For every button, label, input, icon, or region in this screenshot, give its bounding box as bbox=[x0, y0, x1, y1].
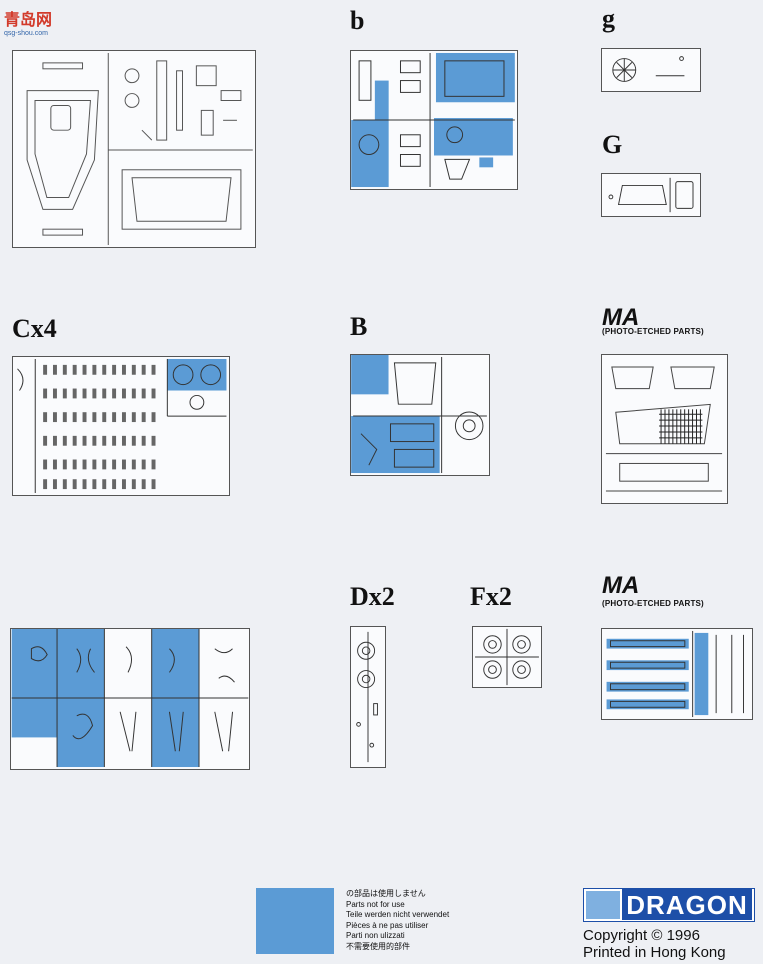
label-sprue-c: Cx4 bbox=[12, 314, 57, 343]
sprue-a-hull bbox=[12, 50, 256, 248]
legend-line: 不需要使用的部件 bbox=[346, 941, 410, 951]
sprue-c bbox=[12, 356, 230, 496]
sprue-g-upper-drawing bbox=[608, 177, 694, 213]
sprue-c-drawing bbox=[17, 358, 227, 494]
watermark-logo: 青岛网 qsg-shou.com bbox=[4, 6, 52, 37]
label-sprue-g-lower: g bbox=[602, 4, 615, 33]
legend-line: Teile werden nicht verwendet bbox=[346, 910, 450, 919]
sprue-d-drawing bbox=[356, 631, 378, 763]
sprue-f bbox=[472, 626, 542, 688]
label-ma-1-sub: (PHOTO-ETCHED PARTS) bbox=[602, 327, 704, 336]
watermark-site-name: 青岛网 bbox=[4, 12, 53, 29]
watermark-site-url: qsg-shou.com bbox=[4, 30, 48, 37]
sprue-b-upper bbox=[350, 354, 490, 476]
sprue-e bbox=[10, 628, 250, 770]
sprue-g-upper bbox=[601, 173, 701, 217]
sprue-b-lower bbox=[350, 50, 518, 190]
sprue-d bbox=[350, 626, 386, 768]
sprue-f-drawing bbox=[475, 628, 539, 686]
sprue-e-drawing bbox=[11, 629, 249, 768]
legend-text-block: の部品は使用しません Parts not for use Teile werde… bbox=[346, 889, 449, 952]
label-ma-2-sub: (PHOTO-ETCHED PARTS) bbox=[602, 599, 704, 608]
label-ma-2: MA bbox=[602, 572, 640, 599]
legend-line: Pièces à ne pas utiliser bbox=[346, 920, 429, 930]
sprue-b-lower-drawing bbox=[351, 52, 515, 188]
label-sprue-g-upper: G bbox=[602, 130, 623, 159]
label-sprue-d: Dx2 bbox=[350, 582, 395, 611]
sprue-ma-1 bbox=[601, 354, 728, 504]
legend-swatch bbox=[256, 888, 334, 954]
label-ma-1: MA bbox=[602, 304, 640, 331]
sprue-ma-1-drawing bbox=[605, 366, 723, 492]
dragon-wordmark: DRAGON bbox=[622, 889, 752, 920]
label-sprue-b-upper: B bbox=[350, 312, 368, 341]
sprue-ma-2-drawing bbox=[606, 630, 745, 718]
sprue-ma-2 bbox=[601, 628, 753, 720]
sprue-g-lower-drawing bbox=[612, 56, 685, 82]
label-sprue-f: Fx2 bbox=[470, 582, 512, 611]
sprue-b-upper-drawing bbox=[351, 355, 487, 474]
sprue-g-lower bbox=[601, 48, 701, 92]
dragon-logo: DRAGON bbox=[583, 888, 755, 922]
legend-line: Parti non ulizzati bbox=[346, 931, 405, 940]
legend-line: Parts not for use bbox=[346, 899, 405, 909]
label-sprue-b-lower: b bbox=[350, 6, 365, 35]
copyright-text: Copyright © 1996 bbox=[583, 927, 700, 944]
sprue-a-drawing bbox=[26, 52, 253, 246]
legend-line: の部品は使用しません bbox=[346, 889, 426, 898]
printed-text: Printed in Hong Kong bbox=[583, 944, 726, 961]
dragon-emblem-icon bbox=[586, 891, 620, 919]
